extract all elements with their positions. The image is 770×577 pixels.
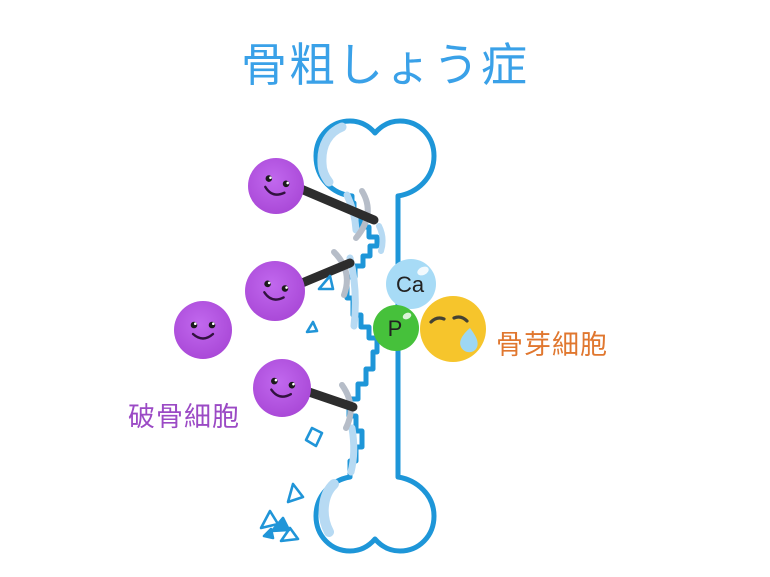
sad-face-icon bbox=[420, 296, 486, 362]
pickaxe-blade-icon bbox=[331, 249, 350, 298]
bone-fragment bbox=[270, 516, 291, 533]
pickaxe-1 bbox=[296, 184, 379, 241]
bone-fragment bbox=[305, 320, 319, 334]
pickaxe-2 bbox=[297, 249, 355, 298]
osteoblast-face bbox=[420, 296, 486, 362]
osteoclast-cell-4 bbox=[253, 359, 311, 417]
osteoclast-label: 破骨細胞 bbox=[128, 402, 240, 432]
pickaxe-handle-icon bbox=[296, 184, 379, 225]
smiley-face-icon bbox=[263, 280, 289, 301]
bone-fragment bbox=[259, 509, 280, 530]
osteoblast-label: 骨芽細胞 bbox=[496, 330, 608, 360]
bone-fragment bbox=[286, 482, 305, 504]
phosphorus-text: P bbox=[388, 316, 403, 341]
bone-fragments bbox=[259, 274, 335, 543]
bone-fragment bbox=[262, 527, 275, 540]
osteoclast-cell-3 bbox=[174, 301, 232, 359]
bone-fragment bbox=[279, 526, 300, 543]
pickaxe-3 bbox=[301, 382, 358, 431]
tear-icon bbox=[460, 328, 478, 353]
osteoclast-cell-1 bbox=[248, 158, 304, 214]
bone-fragment bbox=[304, 426, 324, 448]
smiley-face-icon bbox=[190, 321, 216, 340]
smiley-face-icon bbox=[270, 377, 296, 398]
pickaxe-handle-icon bbox=[297, 258, 355, 288]
calcium-ball: Ca bbox=[386, 259, 436, 309]
smiley-face-icon bbox=[264, 175, 290, 196]
pickaxe-handle-icon bbox=[301, 386, 358, 412]
page-title: 骨粗しょう症 bbox=[241, 39, 529, 91]
phosphorus-ball: P bbox=[373, 305, 419, 351]
osteoclast-cell-2 bbox=[245, 261, 305, 321]
calcium-text: Ca bbox=[396, 272, 425, 297]
bone-fragment bbox=[317, 274, 335, 291]
